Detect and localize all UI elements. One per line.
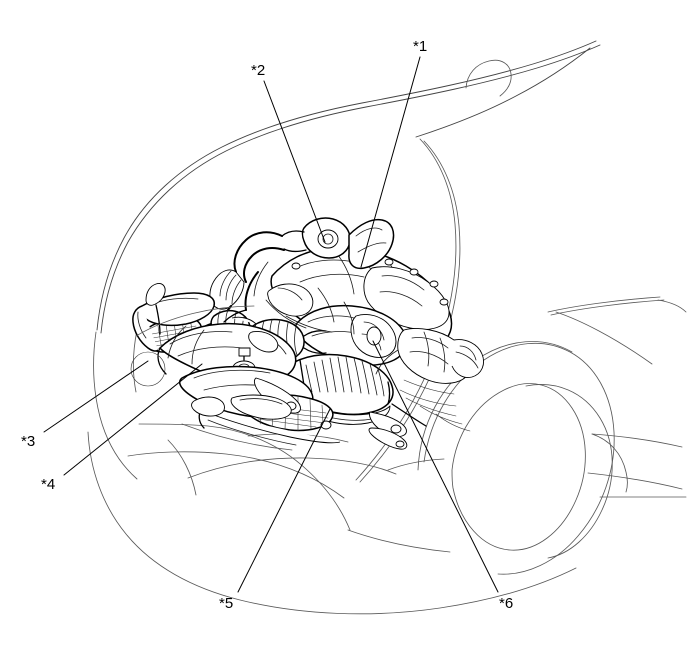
leader-line-6 — [372, 340, 499, 593]
callout-label-3: *3 — [21, 433, 36, 450]
callout-label-2: *2 — [251, 62, 266, 79]
leader-line-3 — [43, 360, 149, 433]
callout-leader-lines — [43, 56, 499, 593]
vehicle-body-outline — [87, 40, 687, 615]
engine-assembly — [130, 217, 484, 451]
intercooler-fins — [305, 356, 385, 397]
leader-line-1 — [360, 56, 421, 268]
leader-line-2 — [263, 80, 326, 243]
leader-line-4 — [63, 363, 203, 476]
callout-label-4: *4 — [41, 476, 56, 493]
callout-label-6: *6 — [499, 595, 514, 612]
callout-label-1: *1 — [413, 38, 428, 55]
leader-line-5 — [237, 408, 331, 593]
callout-label-5: *5 — [219, 595, 234, 612]
